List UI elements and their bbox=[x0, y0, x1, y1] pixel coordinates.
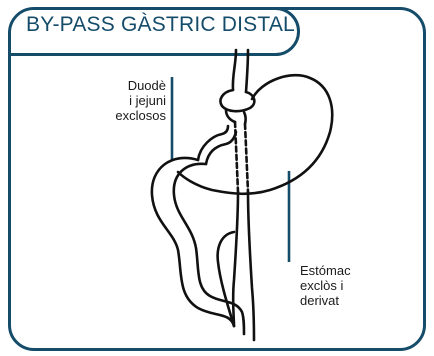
duodenum-label-line-1: Duodè bbox=[115, 78, 166, 93]
excluded-stomach bbox=[178, 75, 332, 194]
staple-line-right bbox=[245, 124, 248, 192]
stomach-label-line-2: exclòs i bbox=[300, 278, 351, 293]
gastric-pouch bbox=[220, 90, 254, 111]
duodenum-label-line-3: exclosos bbox=[115, 108, 166, 123]
stomach-label-line-3: derivat bbox=[300, 293, 351, 308]
duodenum-label-line-2: i jejuni bbox=[115, 93, 166, 108]
excluded-duodenum bbox=[198, 126, 236, 164]
duodenum-label: Duodè i jejuni exclosos bbox=[115, 78, 166, 123]
jejunal-junction bbox=[218, 232, 234, 326]
stomach-label: Estómac exclòs i derivat bbox=[300, 263, 351, 308]
esophagus bbox=[233, 50, 248, 92]
alimentary-limb-right bbox=[248, 192, 254, 340]
stomach-label-line-1: Estómac bbox=[300, 263, 351, 278]
